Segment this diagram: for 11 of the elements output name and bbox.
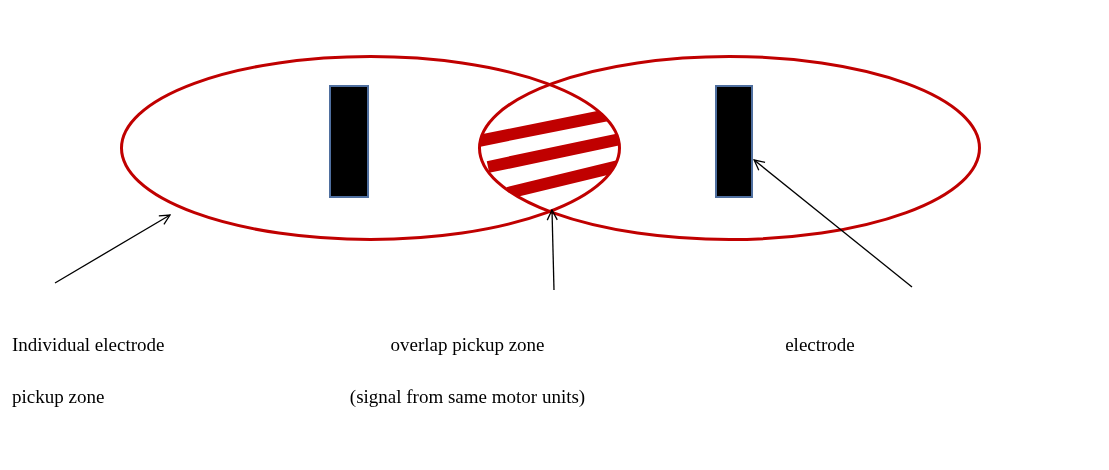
- electrode-bar: [715, 85, 753, 198]
- annotation-text: electrode: [784, 335, 856, 354]
- pickup-zone-ellipse: [120, 55, 621, 241]
- annotation-text: overlap pickup zone: [389, 335, 546, 354]
- leader-line: [546, 209, 558, 291]
- annotation-text: (signal from same motor units): [348, 387, 587, 406]
- annotation-text: Individual electrode pickup zone: [12, 333, 166, 409]
- leader-line: [54, 214, 171, 284]
- pickup-zone-ellipse: [478, 55, 981, 241]
- electrode-bar: [329, 85, 369, 198]
- leader-line: [753, 159, 913, 288]
